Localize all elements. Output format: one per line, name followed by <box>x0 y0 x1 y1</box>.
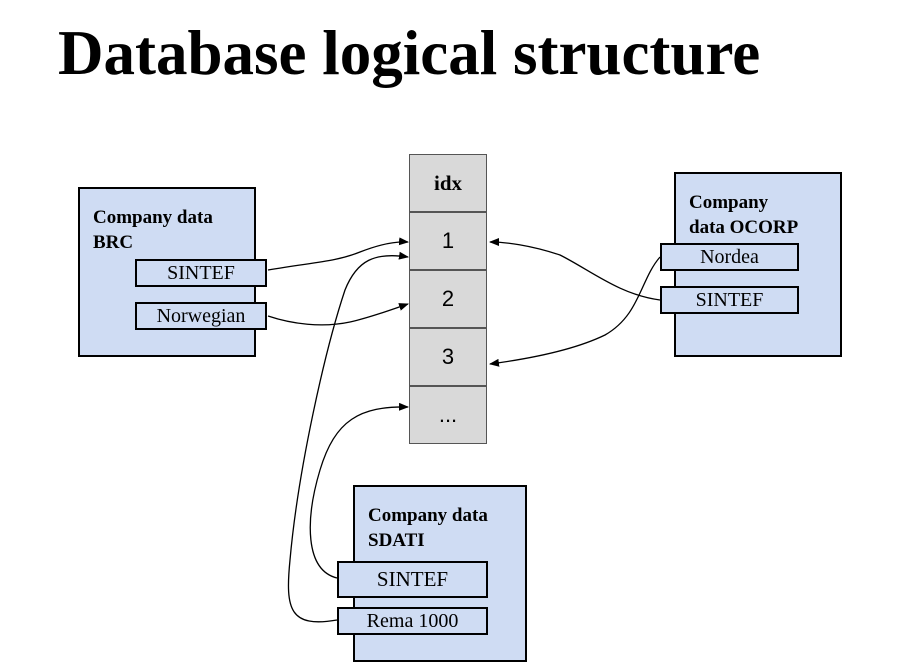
field-sdati-rema-1000: Rema 1000 <box>337 607 488 635</box>
field-ocorp-sintef: SINTEF <box>660 286 799 314</box>
arrow-sdati-rema-1000-to-1 <box>287 251 409 623</box>
company-title-brc-line1: Company data <box>93 207 213 228</box>
field-sdati-sintef: SINTEF <box>337 561 488 598</box>
company-title-brc: Company data BRC <box>93 205 213 255</box>
company-title-ocorp-line2: data OCORP <box>689 217 799 238</box>
company-title-sdati-line1: Company data <box>368 505 488 526</box>
field-ocorp-nordea: Nordea <box>660 243 799 271</box>
page-title: Database logical structure <box>58 18 761 88</box>
company-title-sdati-line2: SDATI <box>368 530 425 551</box>
index-cell-1: 1 <box>409 212 487 270</box>
arrow-ocorp-sintef-to-1 <box>489 238 661 301</box>
company-title-ocorp: Company data OCORP <box>689 190 798 240</box>
arrow-ocorp-nordea-to-3 <box>489 256 661 367</box>
company-title-brc-line2: BRC <box>93 232 134 253</box>
company-title-sdati: Company data SDATI <box>368 503 488 553</box>
field-brc-sintef: SINTEF <box>135 259 267 287</box>
index-header: idx <box>409 154 487 212</box>
index-cell-2: 2 <box>409 270 487 328</box>
arrow-sdati-sintef-to-ellipsis <box>309 402 409 579</box>
arrow-brc-norwegian-to-2 <box>267 303 409 326</box>
index-cell-ellipsis: ... <box>409 386 487 444</box>
index-cell-3: 3 <box>409 328 487 386</box>
arrow-brc-sintef-to-1 <box>267 237 409 271</box>
field-brc-norwegian: Norwegian <box>135 302 267 330</box>
company-title-ocorp-line1: Company <box>689 192 769 213</box>
